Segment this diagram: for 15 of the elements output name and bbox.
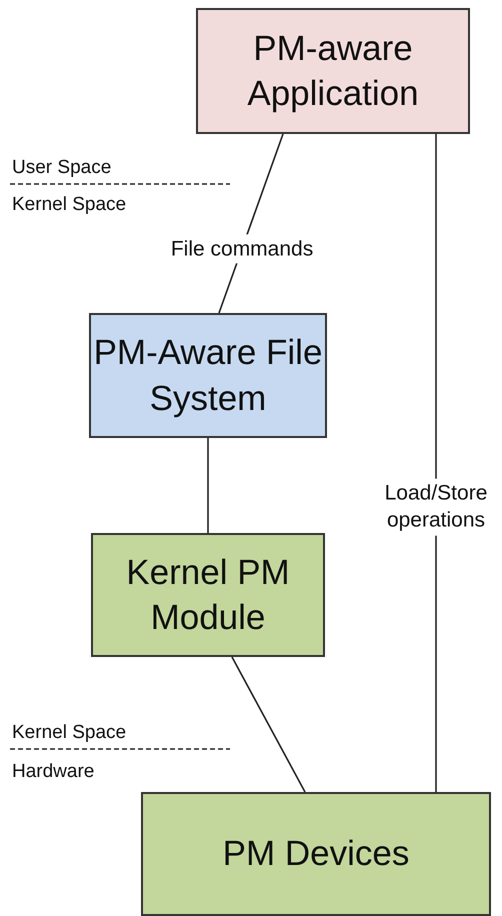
process-box	[196, 8, 470, 134]
connector-line	[435, 134, 437, 792]
box-label: PM-aware Application	[246, 28, 420, 115]
box-label: PM Devices	[222, 833, 410, 876]
region-label: Kernel Space	[12, 194, 126, 216]
connector-line	[207, 438, 209, 533]
box-label: Kernel PM Module	[125, 552, 291, 639]
region-label: Kernel Space	[12, 722, 126, 744]
process-box	[89, 313, 327, 438]
box-label: PM-Aware File System	[92, 332, 324, 420]
connector-line	[231, 656, 306, 792]
region-label: Hardware	[12, 761, 94, 783]
process-box	[91, 533, 325, 657]
region-label: User Space	[12, 157, 112, 179]
process-box	[141, 792, 491, 916]
